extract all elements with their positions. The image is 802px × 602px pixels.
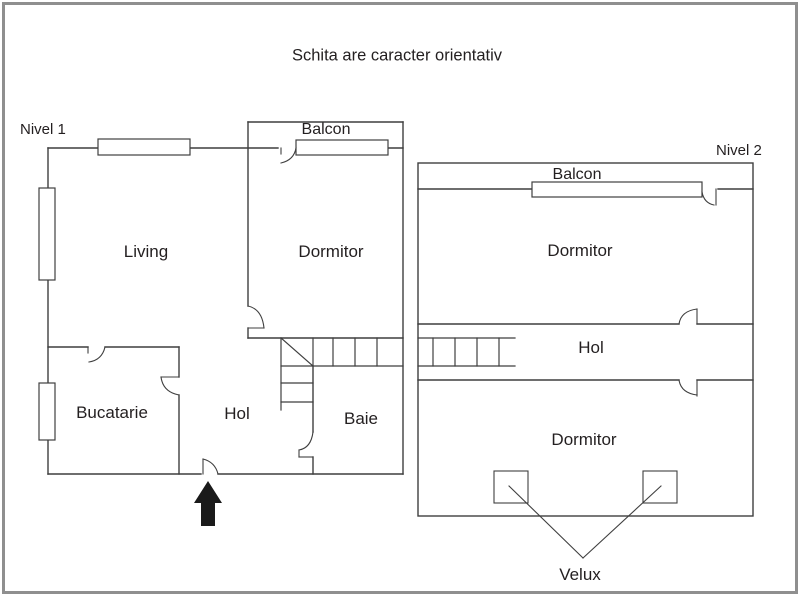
entrance-arrow-icon [194, 481, 222, 526]
nivel2-balcon-label: Balcon [552, 166, 602, 183]
nivel2-dormitor-sus-label: Dormitor [547, 241, 613, 260]
nivel1-hol-label: Hol [224, 404, 250, 423]
door-arc-baie [298, 431, 314, 451]
nivel2-label: Nivel 2 [716, 142, 762, 159]
velux-leader-left [508, 485, 584, 559]
nivel2-doors [678, 188, 717, 397]
door-arc-balcon-n2 [701, 191, 715, 206]
window-left-bucatarie [38, 382, 56, 441]
window-top-living [97, 138, 191, 156]
door-arc-entrance [202, 458, 219, 475]
velux-label: Velux [559, 565, 601, 584]
nivel1-bucatarie-label: Bucatarie [76, 403, 148, 422]
door-arc-hol-sus [678, 308, 698, 325]
nivel1-balcon-label: Balcon [301, 121, 351, 138]
nivel1-doors [87, 147, 314, 475]
door-arc-balcon-n1 [280, 147, 297, 164]
nivel2-windows [531, 181, 703, 198]
velux-callout [493, 470, 678, 559]
window-balcon-nivel1 [295, 139, 389, 156]
nivel1-stairs [280, 337, 404, 411]
nivel1-baie-label: Baie [343, 409, 379, 428]
door-arc-hol-jos [678, 379, 698, 396]
door-arc-bucatarie-right [160, 376, 180, 396]
nivel2-dormitor-jos-label: Dormitor [551, 430, 617, 449]
velux-leader-right [582, 485, 662, 559]
nivel1-living-label: Living [123, 242, 169, 261]
nivel1-label: Nivel 1 [20, 121, 66, 138]
sketch-title: Schita are caracter orientativ [291, 46, 503, 65]
stair-winder-diagonal [280, 337, 314, 367]
door-arc-dormitor-n1 [247, 305, 265, 329]
door-arc-bucatarie-top [88, 346, 106, 363]
nivel2-walls [417, 162, 754, 517]
velux-window-right [642, 470, 678, 504]
window-balcon-nivel2 [531, 181, 703, 198]
nivel1-windows [38, 138, 389, 441]
nivel1-dormitor-label: Dormitor [298, 242, 364, 261]
window-left-living [38, 187, 56, 281]
velux-window-left [493, 470, 529, 504]
nivel2-stairs [417, 337, 516, 367]
nivel2-hol-label: Hol [578, 338, 604, 357]
